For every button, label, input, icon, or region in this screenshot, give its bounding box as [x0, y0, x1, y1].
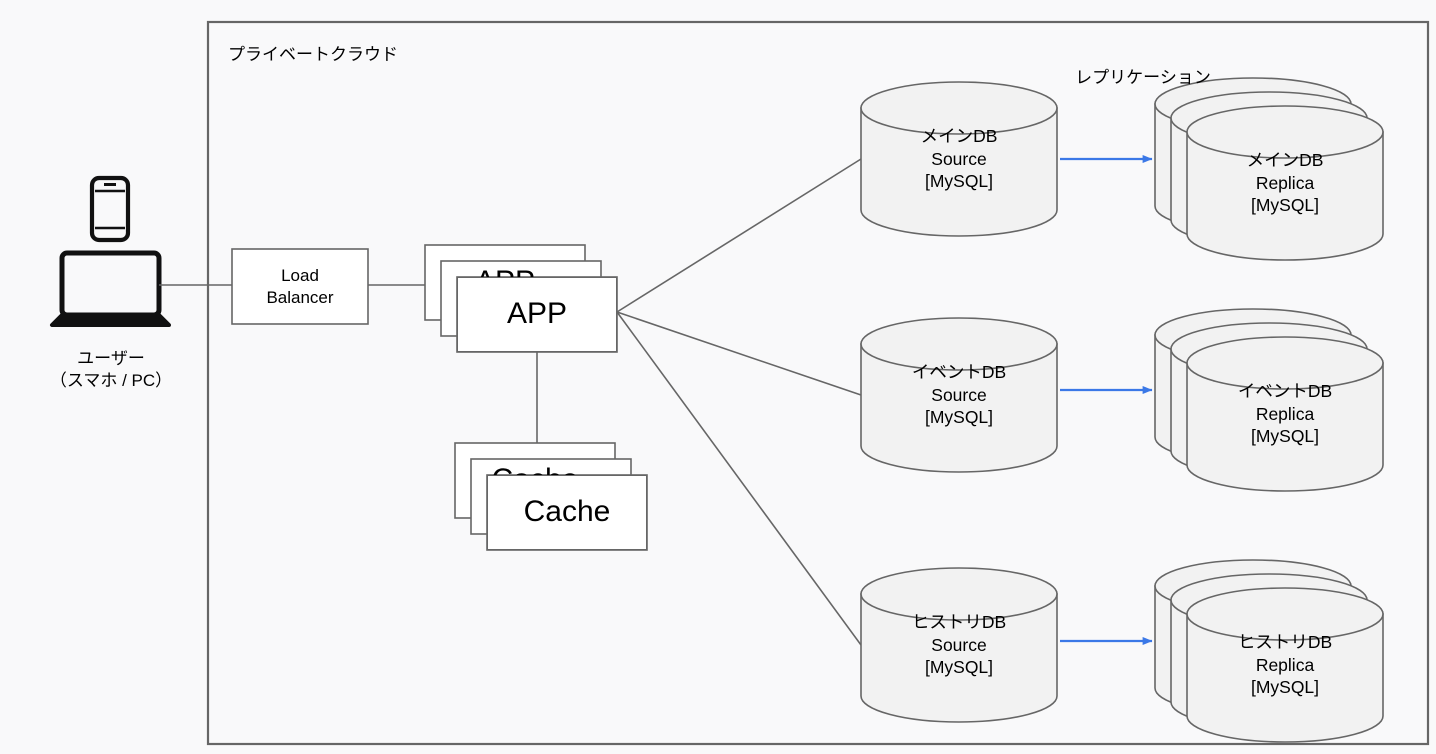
- smartphone-icon: [89, 175, 131, 243]
- app-box-front-cover: [457, 277, 617, 352]
- event-db-replica-stack[interactable]: [1154, 308, 1384, 492]
- link-app-history-db: [616, 311, 862, 646]
- load-balancer-box: [231, 248, 369, 325]
- event-db-source-cylinder[interactable]: [860, 317, 1058, 473]
- private-cloud-container: [206, 20, 1430, 746]
- main-db-source-cylinder[interactable]: [860, 81, 1058, 237]
- history-db-source-cylinder[interactable]: [860, 567, 1058, 723]
- history-db-replica-stack[interactable]: [1154, 559, 1384, 743]
- laptop-icon: [50, 250, 171, 327]
- main-db-replica-stack[interactable]: [1154, 77, 1384, 261]
- cache-box-front-cover: [487, 475, 647, 550]
- link-app-event-db: [616, 311, 862, 396]
- link-app-main-db: [616, 158, 862, 313]
